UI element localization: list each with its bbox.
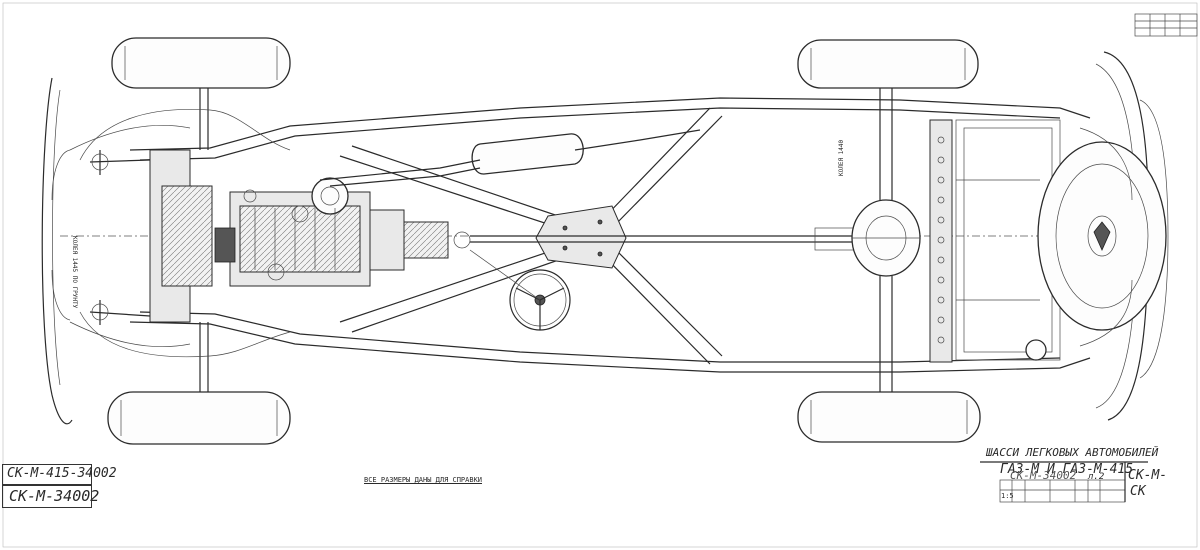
left-stamp-bottom	[2, 484, 92, 508]
front-right-wheel	[107, 391, 291, 445]
rear-right-wheel	[797, 391, 981, 443]
stamp-top-text: СК-М-415-34002	[7, 466, 117, 481]
rear-frame-section	[929, 119, 1061, 363]
propeller-shaft	[470, 227, 860, 251]
title-block-frame	[980, 461, 1148, 503]
spare-wheel	[1037, 141, 1167, 331]
steering-wheel	[469, 249, 571, 331]
title-line-1: ШАССИ ЛЕГКОВЫХ АВТОМОБИЛЕЙ	[986, 446, 1159, 459]
engine-block	[214, 177, 371, 287]
short-code: СК-М-	[1128, 468, 1168, 483]
note-all-dimensions: ВСЕ РАЗМЕРЫ ДАНЫ ДЛЯ СПРАВКИ	[364, 476, 483, 484]
title-line-2: ГАЗ-М И ГАЗ-М-415	[1000, 462, 1134, 477]
sheet-marker: л.2	[1088, 472, 1105, 482]
x-member	[339, 107, 723, 365]
left-stamp-top	[2, 464, 92, 486]
note-front-dimension: КОЛЕЯ 1445 ПО ГРУНТУ	[71, 236, 78, 309]
muffler	[319, 129, 701, 187]
front-suspension	[69, 88, 213, 392]
front-fender-outline	[41, 77, 73, 425]
gearbox	[369, 209, 471, 271]
rear-left-wheel	[797, 39, 979, 89]
revision-table	[1134, 13, 1198, 37]
frame-rail-bottom	[129, 321, 1091, 373]
scale-value: 1:5	[1001, 492, 1014, 500]
rear-axle	[851, 88, 921, 392]
stamp-bottom-text: СК-М-34002	[9, 487, 100, 505]
frame-rail-top	[129, 97, 1091, 151]
note-rear-dimension: КОЛЕЯ 1440	[838, 139, 845, 176]
drawing-number: СК-М-34002	[1010, 469, 1077, 482]
front-left-wheel	[111, 37, 291, 89]
corner-code: СК	[1130, 484, 1146, 499]
